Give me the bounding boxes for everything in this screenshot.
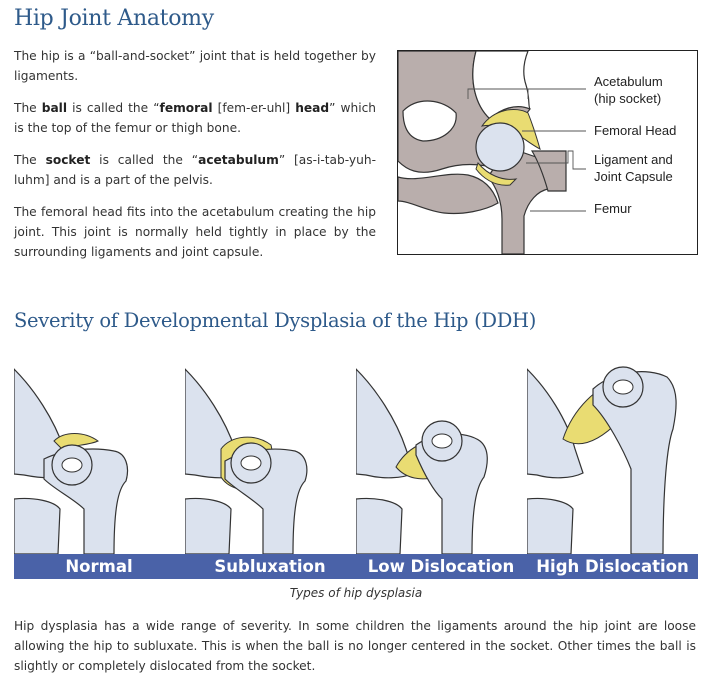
femur <box>592 371 677 554</box>
ossification-center <box>61 457 83 473</box>
intro-paragraph-4: The femoral head fits into the acetabulu… <box>14 205 376 259</box>
label-acetabulum-sub: (hip socket) <box>594 91 661 106</box>
label-normal: Normal <box>65 557 133 576</box>
femoral-head <box>475 122 525 172</box>
intro-paragraph-2: The ball is called the “femoral [fem-er-… <box>14 98 376 138</box>
label-ligament: Ligament and <box>594 152 673 167</box>
label-femoral-head: Femoral Head <box>594 123 676 138</box>
severity-label-band: Normal Subluxation Low Dislocation High … <box>14 554 698 579</box>
panel-subluxation-svg <box>185 368 308 554</box>
section-title-ddh: Severity of Developmental Dysplasia of t… <box>14 309 537 332</box>
ddh-description: Hip dysplasia has a wide range of severi… <box>14 619 696 673</box>
text: ” [as-i-tab-yuh-luhm] and is a part of t… <box>14 153 376 187</box>
pelvis-lower <box>398 173 499 215</box>
label-capsule: Joint Capsule <box>594 169 673 184</box>
label-pointer-acetabulum <box>467 88 586 99</box>
ischium <box>527 497 574 554</box>
greater-trochanter <box>530 150 567 192</box>
panel-high-dislocation <box>527 349 698 554</box>
term-head: head <box>295 101 330 115</box>
text: The <box>14 101 42 115</box>
panel-low-dislocation-svg <box>356 368 488 554</box>
ischium <box>185 497 232 554</box>
pelvis-ring <box>402 100 457 142</box>
label-high-dislocation: High Dislocation <box>536 557 689 576</box>
panel-low-dislocation <box>356 349 514 554</box>
ddh-illustration: Normal Subluxation Low Dislocation High … <box>14 349 698 579</box>
text: [fem-er-uhl] <box>212 101 296 115</box>
label-pointer-ligament <box>526 150 586 170</box>
panel-normal-svg <box>14 349 172 554</box>
panel-high-dislocation-svg <box>527 366 677 554</box>
femur-bone <box>487 146 549 254</box>
hip-anatomy-illustration: Acetabulum (hip socket) Femoral Head Lig… <box>397 50 698 255</box>
intro-paragraph-1: The hip is a “ball-and-socket” joint tha… <box>14 49 376 83</box>
ossification-center <box>431 433 453 449</box>
ossification-center <box>240 455 262 471</box>
panel-subluxation <box>185 349 343 554</box>
label-acetabulum: Acetabulum <box>594 74 663 89</box>
ischium <box>14 497 61 554</box>
ilium <box>527 368 584 479</box>
label-low-dislocation: Low Dislocation <box>367 557 515 576</box>
ilium-top <box>472 51 531 120</box>
term-acetabulum: acetabulum <box>198 153 279 167</box>
term-ball: ball <box>41 101 68 115</box>
figure-caption: Types of hip dysplasia <box>289 586 423 600</box>
term-socket: socket <box>45 153 91 167</box>
femur <box>415 433 488 554</box>
intro-text: The hip is a “ball-and-socket” joint tha… <box>14 46 376 274</box>
label-subluxation: Subluxation <box>214 557 326 576</box>
intro-paragraph-3: The socket is called the “acetabulum” [a… <box>14 150 376 190</box>
section-title-hip-anatomy: Hip Joint Anatomy <box>14 6 214 31</box>
ligament-capsule <box>475 161 518 186</box>
text: is called the “ <box>67 101 160 115</box>
ischium <box>356 497 403 554</box>
text: ” which is the top of the femur or thigh… <box>14 101 376 135</box>
panel-normal <box>14 349 172 554</box>
term-femoral: femoral <box>159 101 213 115</box>
hip-anatomy-svg: Acetabulum (hip socket) Femoral Head Lig… <box>398 51 676 254</box>
text: The <box>14 153 46 167</box>
text: is called the “ <box>90 153 199 167</box>
label-femur: Femur <box>594 201 632 216</box>
ossification-center <box>612 379 634 395</box>
